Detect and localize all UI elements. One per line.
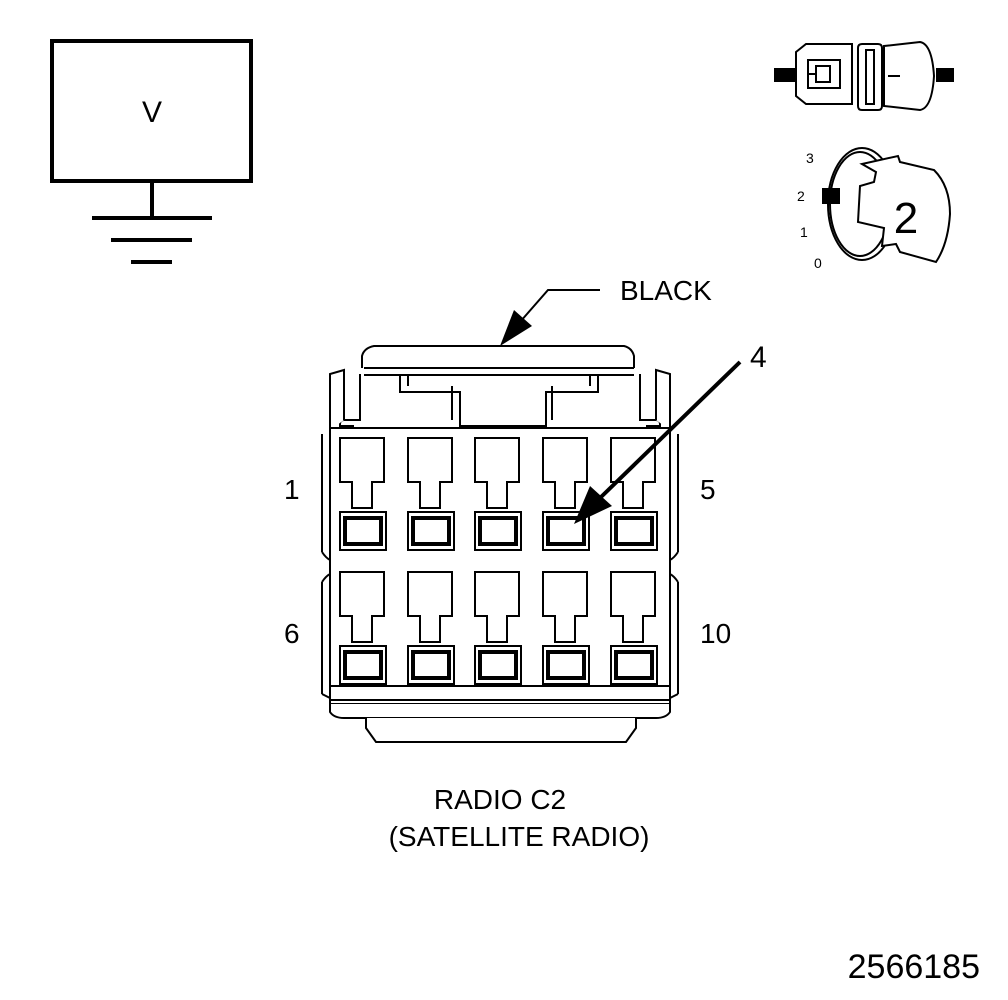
pin-callout-number: 4 xyxy=(750,341,767,374)
rotary-selector-icon xyxy=(822,147,952,264)
selector-selected-value: 2 xyxy=(894,194,918,243)
selector-position-2: 2 xyxy=(797,188,805,204)
terminal-cavity-3 xyxy=(474,437,522,551)
terminal-cavity-10 xyxy=(610,571,658,685)
pin-label-10: 10 xyxy=(700,618,731,649)
pin-callout-arrow xyxy=(574,360,742,524)
terminal-cavity-8 xyxy=(474,571,522,685)
figure-id: 2566185 xyxy=(848,948,980,986)
selector-position-3: 3 xyxy=(806,150,814,166)
pin-label-1: 1 xyxy=(284,474,300,505)
probe-terminal-icon xyxy=(774,40,954,112)
selector-position-1: 1 xyxy=(800,224,808,240)
selector-position-0: 0 xyxy=(814,255,822,271)
terminal-cavity-7 xyxy=(407,571,455,685)
terminal-cavity-1 xyxy=(339,437,387,551)
terminal-cavity-6 xyxy=(339,571,387,685)
voltmeter-ground-icon xyxy=(50,39,253,264)
terminal-cavity-9 xyxy=(542,571,590,685)
pin-label-5: 5 xyxy=(700,474,716,505)
pin-label-6: 6 xyxy=(284,618,300,649)
terminal-cavities xyxy=(339,437,658,685)
connector-title: RADIO C2 xyxy=(434,784,566,815)
connector-subtitle: (SATELLITE RADIO) xyxy=(389,821,650,852)
connector-color-label: BLACK xyxy=(620,275,712,306)
terminal-cavity-2 xyxy=(407,437,455,551)
meter-symbol: V xyxy=(142,96,162,129)
color-leader-arrow xyxy=(500,289,600,346)
terminal-cavity-4 xyxy=(542,437,590,551)
